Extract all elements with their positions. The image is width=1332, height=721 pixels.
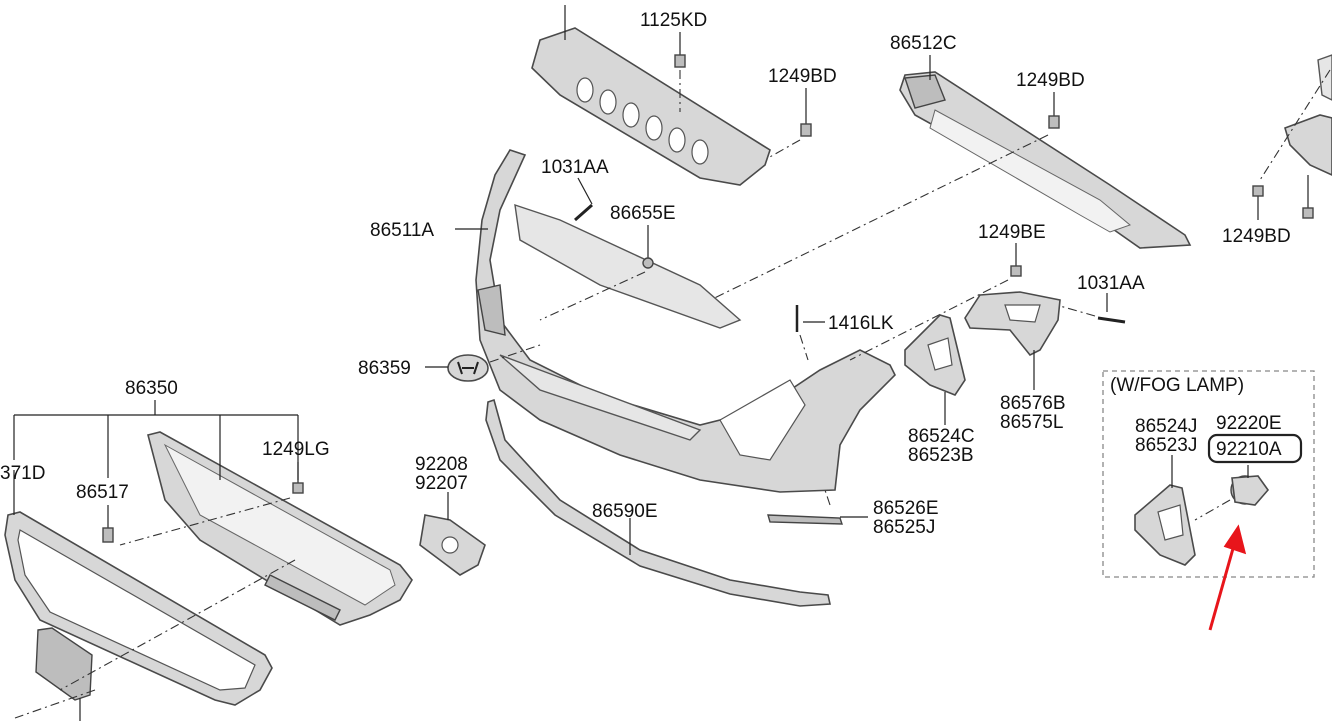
label-1249BD-right: 1249BD [1016, 70, 1085, 91]
label-86576B: 86576B [1000, 393, 1066, 414]
label-1416LK: 1416LK [828, 313, 894, 334]
label-86524C: 86524C [908, 426, 975, 447]
side-bracket-far-right[interactable] [1252, 54, 1332, 220]
label-371D: 371D [0, 463, 45, 484]
label-86524J: 86524J [1135, 416, 1197, 437]
bolt-1249BD-top[interactable] [767, 88, 812, 159]
clip-1031AA-top[interactable] [574, 177, 593, 222]
clip-86517[interactable] [102, 505, 114, 543]
red-pointer-arrow [1208, 524, 1247, 631]
label-fog-lamp-box-title: (W/FOG LAMP) [1110, 375, 1244, 396]
label-92207: 92207 [415, 473, 468, 494]
label-1031AA-top: 1031AA [541, 157, 609, 178]
radiator-grille-86350[interactable] [13, 400, 413, 626]
clip-86655E[interactable] [539, 225, 654, 321]
upper-cover-86512C[interactable] [899, 55, 1192, 249]
bolt-1249LG[interactable] [119, 462, 304, 546]
label-86511A: 86511A [370, 220, 434, 241]
lower-lip-86590E[interactable] [485, 398, 831, 607]
label-86575L: 86575L [1000, 412, 1063, 433]
license-plate-bracket[interactable] [14, 559, 296, 721]
label-86655E: 86655E [610, 203, 676, 224]
label-86525J: 86525J [873, 517, 935, 538]
label-92210A: 92210A [1216, 439, 1282, 460]
bolt-1249BE[interactable] [849, 243, 1022, 361]
label-1249BD-far: 1249BD [1222, 226, 1291, 247]
label-86590E: 86590E [592, 501, 658, 522]
label-1249LG: 1249LG [262, 439, 330, 460]
bracket-86576B-86575L[interactable] [964, 291, 1061, 390]
label-1249BD-top: 1249BD [768, 66, 837, 87]
label-86523J: 86523J [1135, 435, 1197, 456]
label-86359: 86359 [358, 358, 411, 379]
clip-1031AA-right[interactable] [1059, 293, 1126, 324]
label-92208: 92208 [415, 454, 468, 475]
highlight-92210A-oval [1207, 433, 1303, 464]
label-86350: 86350 [125, 378, 178, 399]
fog-garnish-86524C-86523B[interactable] [904, 314, 966, 425]
bolt-1416LK[interactable] [795, 305, 825, 361]
label-86523B: 86523B [908, 445, 974, 466]
label-86512C: 86512C [890, 33, 957, 54]
upper-grille-bracket[interactable] [531, 5, 771, 186]
lamp-92208-92207[interactable] [419, 492, 486, 576]
grille-frame-371D[interactable] [4, 470, 273, 706]
front-bumper-cover-86511A[interactable] [455, 149, 896, 493]
label-1031AA-right: 1031AA [1077, 273, 1145, 294]
label-86526E: 86526E [873, 498, 939, 519]
emblem-86359[interactable] [425, 344, 541, 382]
bolt-1249BD-right[interactable] [689, 92, 1060, 311]
strip-86526E-86525J[interactable] [767, 489, 868, 525]
fog-lamp-box [1102, 370, 1315, 578]
label-1125KD: 1125KD [640, 10, 707, 31]
label-92220E: 92220E [1216, 413, 1282, 434]
bolt-1125KD[interactable] [674, 32, 686, 112]
label-86517: 86517 [76, 482, 129, 503]
label-1249BE: 1249BE [978, 222, 1046, 243]
